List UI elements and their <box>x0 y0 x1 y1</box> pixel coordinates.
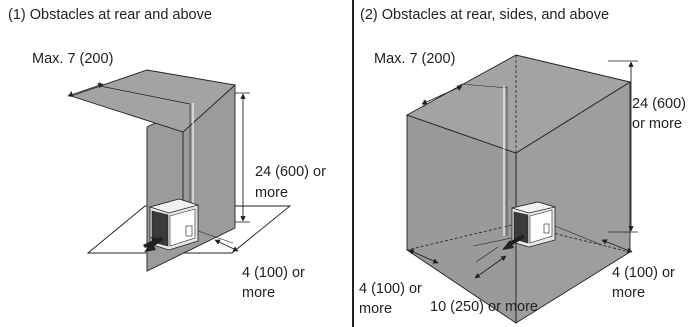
dimension-side-left-100 <box>408 249 439 264</box>
right-clearance-diagram <box>405 54 638 324</box>
dimension-rear-100 <box>214 239 239 252</box>
panel-divider <box>352 0 354 327</box>
right-label-max-200: Max. 7 (200) <box>374 51 456 67</box>
left-clearance-diagram <box>67 69 292 272</box>
right-label-front-250: 10 (250) or more <box>430 299 538 315</box>
left-label-rear-line2: more <box>242 285 276 301</box>
left-label-height-line2: more <box>255 185 289 201</box>
diagram-rear-sides-and-above: (2) Obstacles at rear, sides, and above <box>356 0 699 327</box>
airflow-arrow-right <box>502 240 514 250</box>
right-label-side-left-line1: 4 (100) or <box>359 281 422 297</box>
right-label-height-line1: 24 (600) <box>632 96 687 112</box>
dimension-front-250 <box>474 255 507 279</box>
overhead-obstacle <box>69 69 236 133</box>
outdoor-unit <box>148 198 200 251</box>
dimension-side-right-100 <box>601 239 633 253</box>
right-label-side-left-line2: more <box>359 301 393 317</box>
left-label-height-line1: 24 (600) or <box>255 164 326 180</box>
right-label-side-right-line1: 4 (100) or <box>612 265 675 281</box>
right-label-side-right-line2: more <box>612 285 646 301</box>
left-label-max-200: Max. 7 (200) <box>32 51 114 67</box>
dimension-max-200-right <box>421 85 463 105</box>
left-label-rear-line1: 4 (100) or <box>242 265 305 281</box>
right-panel-title: (2) Obstacles at rear, sides, and above <box>360 7 610 23</box>
dimension-max-200 <box>67 83 104 97</box>
right-label-height-line2: or more <box>632 116 682 132</box>
diagram-rear-and-above: (1) Obstacles at rear and above <box>8 7 326 301</box>
left-panel-title: (1) Obstacles at rear and above <box>8 7 212 23</box>
